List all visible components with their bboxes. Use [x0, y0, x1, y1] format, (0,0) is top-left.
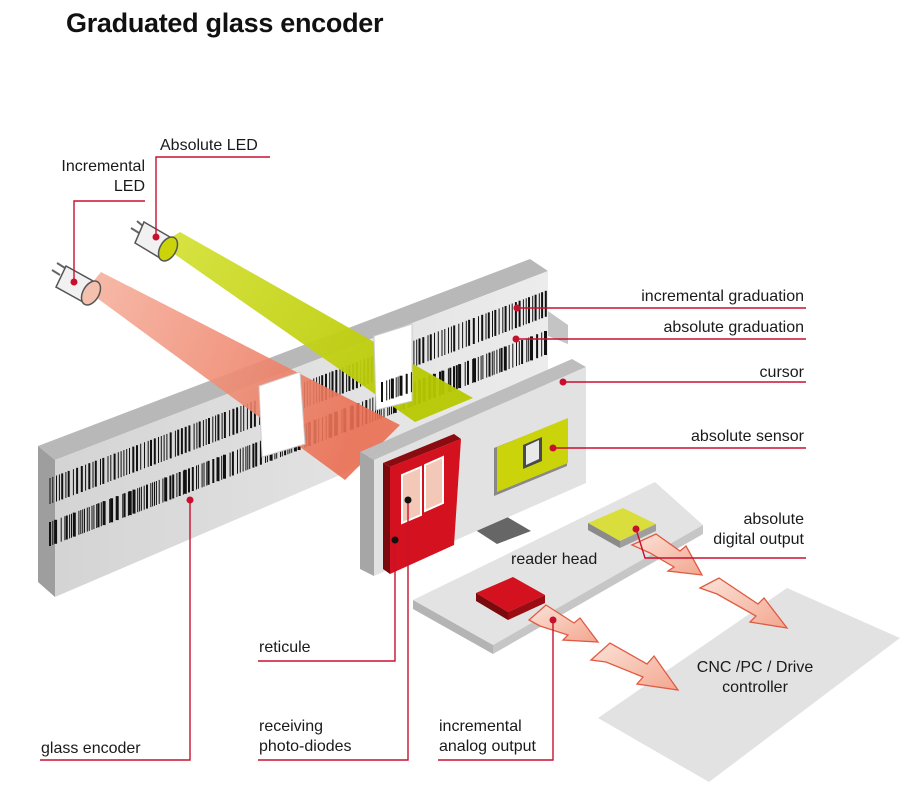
label-receiving-photo-diodes-line1: receiving — [259, 718, 324, 735]
label-receiving-photo-diodes-line2: photo-diodes — [259, 738, 352, 755]
label-glass-encoder: glass encoder — [41, 740, 141, 757]
label-receiving-photo-diodes: receiving photo-diodes — [259, 717, 352, 757]
absolute-sensor — [494, 418, 568, 496]
page-title: Graduated glass encoder — [66, 8, 384, 38]
label-absolute-digital-output-line1: absolute — [743, 511, 805, 528]
label-absolute-digital-output-line2: digital output — [713, 531, 804, 548]
leader-absolute-led — [155, 156, 270, 237]
leader-absolute-digital-output — [635, 528, 806, 559]
leader-photo-diodes — [258, 500, 409, 761]
reticule-stripes — [381, 372, 412, 402]
controller-plate — [598, 588, 900, 782]
label-reader-head: reader head — [511, 551, 598, 568]
label-absolute-graduation: absolute graduation — [663, 319, 804, 336]
label-cnc-controller-line1: CNC /PC / Drive — [696, 659, 814, 676]
leader-dots — [70, 233, 640, 624]
label-cnc-controller-line2: controller — [722, 679, 788, 696]
label-incremental-led: Incremental LED — [40, 157, 145, 197]
leader-incremental-led — [73, 200, 145, 282]
incremental-output-chip — [476, 577, 545, 620]
leader-lines — [40, 156, 806, 761]
label-absolute-sensor: absolute sensor — [691, 428, 804, 445]
incremental-arrow-2 — [589, 642, 680, 691]
leader-glass-encoder — [40, 500, 191, 761]
scale-windows — [258, 323, 413, 458]
leader-dots-dark — [391, 496, 412, 544]
label-absolute-led: Absolute LED — [160, 137, 258, 154]
label-reticule: reticule — [259, 639, 311, 656]
label-incremental-analog-output: incremental analog output — [439, 717, 536, 757]
incremental-led — [51, 262, 102, 306]
leader-analog-output — [438, 620, 554, 761]
photo-diode-unit — [383, 434, 461, 574]
incremental-beam — [86, 272, 400, 480]
incremental-arrow-1 — [527, 604, 600, 643]
label-incremental-analog-output-line2: analog output — [439, 738, 536, 755]
label-incremental-led-line2: LED — [113, 178, 145, 195]
label-absolute-digital-output: absolute digital output — [670, 510, 804, 550]
label-incremental-led-line1: Incremental — [61, 158, 145, 175]
absolute-arrow-2 — [698, 577, 789, 629]
label-incremental-graduation: incremental graduation — [641, 288, 804, 305]
label-incremental-analog-output-line1: incremental — [439, 718, 522, 735]
label-cnc-controller: CNC /PC / Drive controller — [680, 658, 830, 698]
leader-reticule — [258, 540, 396, 662]
absolute-led — [130, 220, 179, 262]
label-cursor: cursor — [759, 364, 804, 381]
